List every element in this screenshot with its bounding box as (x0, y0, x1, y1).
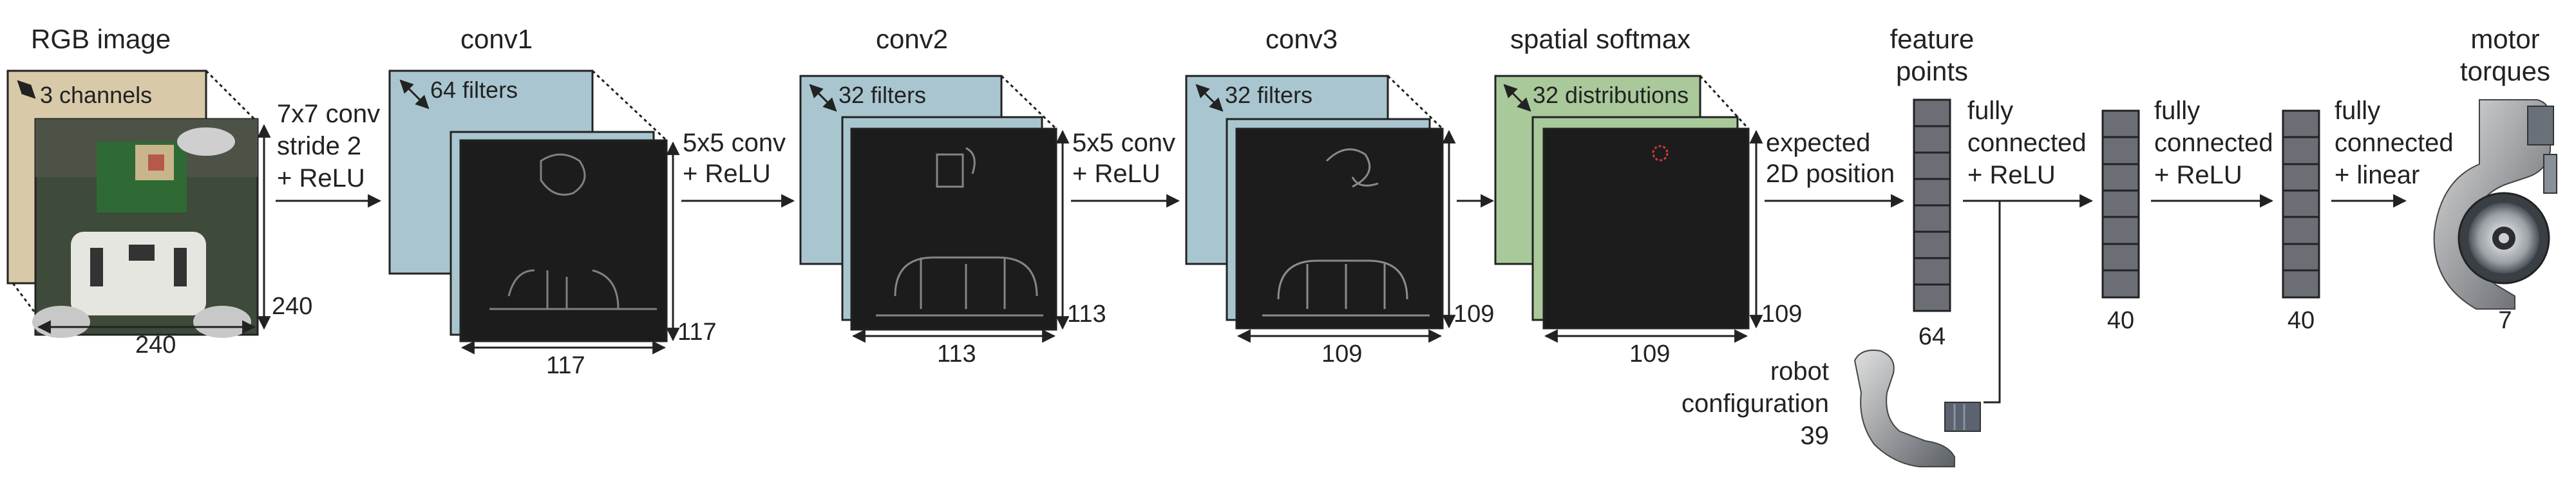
op8-line1: fully (2334, 97, 2380, 125)
conv3-title: conv3 (1265, 24, 1338, 54)
feature-size-label: 64 (1918, 323, 1946, 350)
robot-config-line2: configuration (1681, 389, 1829, 418)
op-conv3: 5x5 conv + ReLU (1071, 129, 1180, 208)
softmax-height-label: 109 (1761, 301, 1802, 328)
conv3-width-label: 109 (1321, 341, 1362, 368)
fc2-vector (2282, 109, 2320, 299)
op1-line1: 7x7 conv (277, 100, 380, 128)
fc1-size-label: 40 (2107, 307, 2134, 334)
robot-configuration: robot configuration 39 (1681, 350, 1981, 467)
rgb-image-title: RGB image (31, 24, 171, 54)
softmax-block: spatial softmax 32 distributions 109 109 (1494, 24, 1802, 368)
feature-vector (1913, 98, 1951, 312)
rgb-image-block: RGB image 3 channels 240 240 (6, 24, 312, 359)
expected-position-marker (1652, 145, 1669, 162)
op5-line2: 2D position (1766, 160, 1895, 188)
feature-title-line1: feature (1890, 24, 1975, 54)
op6-line3: + ReLU (1967, 161, 2056, 189)
conv2-title: conv2 (876, 24, 948, 54)
conv2-height-label: 113 (1067, 301, 1106, 328)
softmax-filters-label: 32 distributions (1533, 82, 1689, 108)
op7-line1: fully (2154, 97, 2200, 125)
op-fc3: fully connected + linear (2331, 97, 2454, 208)
conv3-height-label: 109 (1454, 301, 1494, 328)
softmax-feature-map (1542, 127, 1750, 330)
conv1-feature-map (459, 139, 668, 342)
conv2-block: conv2 32 filters 113 113 (799, 24, 1106, 368)
op-fc1: fully connected + ReLU (1963, 97, 2094, 404)
op-expected-position: expected 2D position (1765, 129, 1905, 208)
op5-line1: expected (1766, 129, 1870, 157)
robot-config-line3: 39 (1801, 422, 1830, 450)
feature-title-line2: points (1896, 56, 1968, 86)
conv2-filters-label: 32 filters (838, 82, 926, 108)
op2-line1: 5x5 conv (683, 129, 786, 157)
op-conv2: 5x5 conv + ReLU (681, 129, 795, 208)
motor-title-line1: motor (2470, 24, 2539, 54)
op7-line3: + ReLU (2154, 161, 2242, 189)
conv1-title: conv1 (460, 24, 533, 54)
robot-config-line1: robot (1770, 357, 1829, 386)
conv1-block: conv1 64 filters 117 117 (388, 24, 717, 379)
rgb-width-label: 240 (135, 332, 176, 359)
fc1-vector (2101, 109, 2140, 299)
conv3-feature-map (1235, 127, 1444, 330)
conv3-block: conv3 32 filters 109 109 (1185, 24, 1494, 368)
op1-line2: stride 2 (277, 132, 361, 160)
op1-line3: + ReLU (277, 164, 365, 192)
conv1-height-label: 117 (677, 319, 717, 346)
op3-line1: 5x5 conv (1072, 129, 1175, 157)
robot-config-connector (1984, 201, 2001, 404)
op6-line1: fully (1967, 97, 2013, 125)
conv2-width-label: 113 (937, 341, 976, 368)
op7-line2: connected (2154, 129, 2273, 157)
conv2-feature-map (850, 127, 1057, 331)
fc2-block: 40 (2282, 109, 2320, 334)
robot-arm-icon (1853, 350, 1981, 467)
rgb-channels-label: 3 channels (40, 82, 152, 108)
softmax-width-label: 109 (1629, 341, 1670, 368)
op6-line2: connected (1967, 129, 2087, 157)
fc2-size-label: 40 (2287, 307, 2315, 334)
conv1-width-label: 117 (546, 352, 585, 379)
motor-torques-block: motor torques 7 (2433, 24, 2557, 334)
rgb-photo (32, 118, 259, 338)
rgb-height-label: 240 (272, 293, 312, 320)
conv3-filters-label: 32 filters (1225, 82, 1312, 108)
conv1-filters-label: 64 filters (430, 77, 518, 103)
op8-line2: connected (2334, 129, 2454, 157)
motor-robot-icon (2433, 99, 2557, 310)
op3-line2: + ReLU (1072, 160, 1160, 188)
op-fc2: fully connected + ReLU (2151, 97, 2274, 208)
feature-points-block: feature points 64 (1890, 24, 1975, 350)
softmax-title: spatial softmax (1510, 24, 1690, 54)
fc1-block: 40 (2101, 109, 2140, 334)
motor-title-line2: torques (2460, 56, 2550, 86)
op8-line3: + linear (2334, 161, 2420, 189)
op-conv1: 7x7 conv stride 2 + ReLU (276, 100, 382, 208)
op2-line2: + ReLU (683, 160, 771, 188)
motor-size-label: 7 (2498, 307, 2512, 334)
